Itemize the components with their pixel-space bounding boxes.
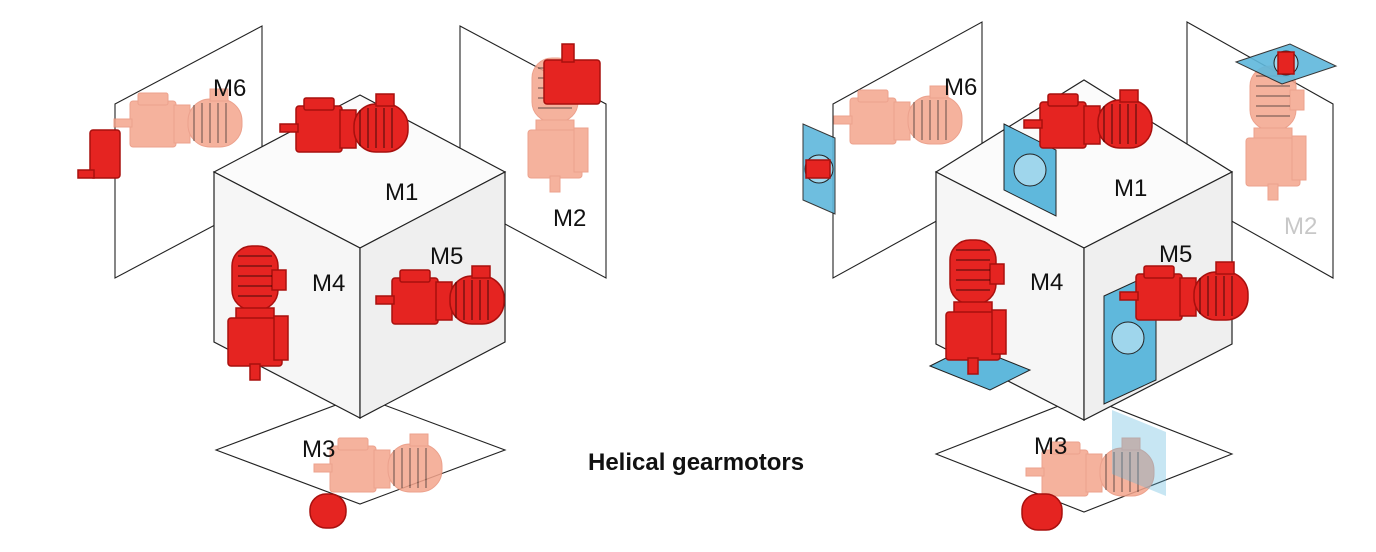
left-motor-m1-icon <box>279 93 409 153</box>
right-motor-m3-solid-part-icon <box>1021 493 1063 531</box>
left-label-m5: M5 <box>430 243 463 270</box>
left-label-m1: M1 <box>385 179 418 206</box>
right-label-m4: M4 <box>1030 269 1063 296</box>
left-motor-m3-solid-part-icon <box>309 493 347 529</box>
left-label-m4: M4 <box>312 270 345 297</box>
right-label-m1: M1 <box>1114 175 1147 202</box>
right-diagram: M6 M1 M2 M5 M4 M3 <box>802 21 1338 531</box>
left-label-m6: M6 <box>213 75 246 102</box>
right-label-m5: M5 <box>1159 241 1192 268</box>
right-motor-m2-solid-part-icon <box>1277 51 1295 75</box>
left-motor-m2-solid-part-icon <box>543 43 601 105</box>
left-label-m3: M3 <box>302 436 335 463</box>
left-label-m2: M2 <box>553 205 586 232</box>
caption: Helical gearmotors <box>588 449 804 476</box>
right-motor-m6-solid-part-icon <box>805 159 831 179</box>
right-label-m2: M2 <box>1284 213 1317 240</box>
right-flange-m3-icon <box>1112 410 1166 496</box>
left-diagram: M6 M1 M2 M5 M4 M3 <box>77 25 607 529</box>
left-motor-m6-solid-part-icon <box>77 129 121 179</box>
right-label-m6: M6 <box>944 74 977 101</box>
right-label-m3: M3 <box>1034 433 1067 460</box>
